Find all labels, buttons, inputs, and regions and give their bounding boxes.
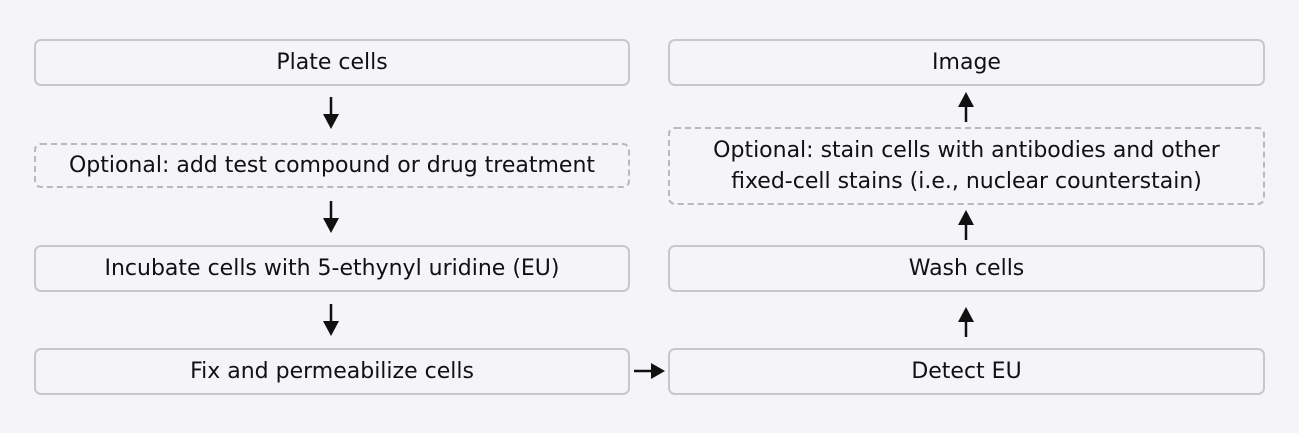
step-plate-cells: Plate cells <box>34 39 630 86</box>
step-detect-eu-label: Detect EU <box>911 359 1022 384</box>
step-incubate-eu-label: Incubate cells with 5-ethynyl uridine (E… <box>104 256 560 281</box>
step-image-label: Image <box>932 50 1001 75</box>
step-plate-cells-label: Plate cells <box>276 50 388 75</box>
step-wash-cells: Wash cells <box>668 245 1265 292</box>
step-optional-stain-label: Optional: stain cells with antibodies an… <box>713 138 1220 194</box>
step-wash-cells-label: Wash cells <box>908 256 1025 281</box>
arrow-down-plate-to-treatment <box>323 97 339 129</box>
arrow-down-incubate-to-fix <box>323 304 339 336</box>
arrow-right-fix-to-detect <box>634 363 665 379</box>
step-optional-stain: Optional: stain cells with antibodies an… <box>668 127 1265 205</box>
step-detect-eu: Detect EU <box>668 348 1265 395</box>
step-image: Image <box>668 39 1265 86</box>
step-fix-permeabilize-label: Fix and permeabilize cells <box>190 359 474 384</box>
step-optional-treatment-label: Optional: add test compound or drug trea… <box>68 153 596 178</box>
arrow-up-detect-to-wash <box>958 307 974 337</box>
step-fix-permeabilize: Fix and permeabilize cells <box>34 348 630 395</box>
step-optional-treatment: Optional: add test compound or drug trea… <box>34 143 630 188</box>
arrow-up-stain-to-image <box>958 92 974 122</box>
arrow-down-treatment-to-incubate <box>323 201 339 233</box>
step-incubate-eu: Incubate cells with 5-ethynyl uridine (E… <box>34 245 630 292</box>
arrow-up-wash-to-stain <box>958 210 974 240</box>
